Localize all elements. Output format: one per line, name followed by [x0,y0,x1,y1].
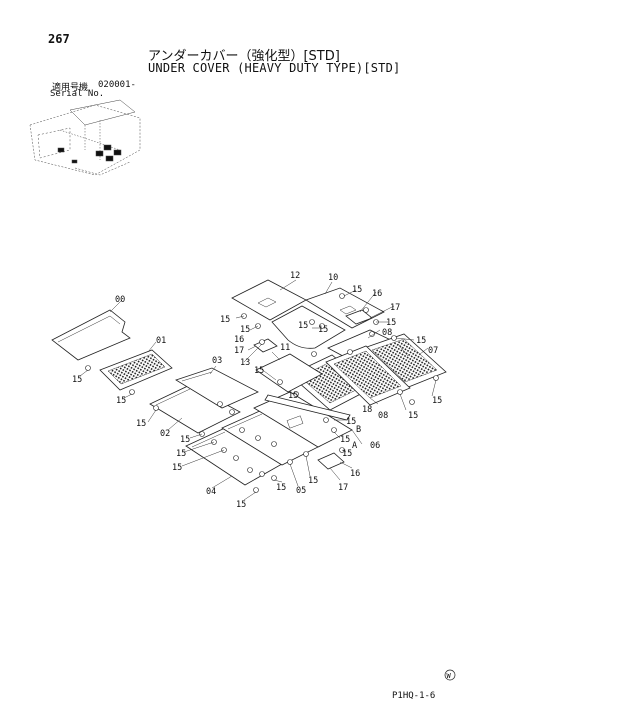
serial-label-japanese: 適用号機 [52,83,89,93]
label-A: A [352,441,357,451]
label-15: 15 [386,318,396,328]
label-15: 15 [298,321,308,331]
label-15: 15 [288,391,298,401]
label-02: 02 [160,429,170,439]
label-16: 16 [372,289,382,299]
label-10: 10 [328,273,338,283]
title-english: UNDER COVER (HEAVY DUTY TYPE)[STD] [148,61,401,75]
part-labels: 00 01 15 15 15 02 03 15 15 15 04 15 15 0… [72,271,442,510]
svg-text:W: W [447,672,452,680]
label-17: 17 [390,303,400,313]
part-curved-plate [271,305,346,349]
part-16-small-plates [253,309,373,470]
label-17: 17 [338,483,348,493]
label-06: 06 [370,441,380,451]
serial-number-value: 020001- [98,80,136,90]
page-number: 267 [48,32,70,46]
label-15: 15 [408,411,418,421]
label-01: 01 [156,336,166,346]
label-05: 05 [296,486,306,496]
label-15: 15 [240,325,250,335]
label-07: 07 [428,346,438,356]
label-13: 13 [240,358,250,368]
label-15: 15 [72,375,82,385]
w-mark-icon: W [444,669,456,681]
label-15: 15 [220,315,230,325]
label-15: 15 [346,417,356,427]
label-16: 16 [234,335,244,345]
serial-label-english: Serial No. [50,89,105,99]
label-15: 15 [352,285,362,295]
part-02-plate [149,384,241,434]
part-00-plate [51,309,131,361]
label-16: 16 [350,469,360,479]
leader-lines [79,279,437,501]
part-11-plate [255,353,323,393]
label-B: B [356,425,361,435]
label-15: 15 [136,419,146,429]
machine-locator-icon [29,99,141,176]
label-15: 15 [176,449,186,459]
label-15: 15 [416,336,426,346]
part-07-mesh-panel [363,333,447,389]
part-03-plate [175,367,259,409]
label-15: 15 [172,463,182,473]
label-15: 15 [180,435,190,445]
label-15: 15 [116,396,126,406]
label-15: 15 [254,366,264,376]
label-15: 15 [432,396,442,406]
page-code: P1HQ-1-6 [392,691,436,701]
label-12: 12 [290,271,300,281]
label-08: 08 [378,411,388,421]
label-17: 17 [234,346,244,356]
label-15: 15 [236,500,246,510]
label-15: 15 [276,483,286,493]
label-15: 15 [318,325,328,335]
label-15: 15 [342,449,352,459]
label-00: 00 [115,295,125,305]
label-08: 08 [382,328,392,338]
label-11: 11 [280,343,290,353]
label-15: 15 [340,435,350,445]
part-18-rail [264,394,351,421]
label-03: 03 [212,356,222,366]
label-15: 15 [308,476,318,486]
label-18: 18 [362,405,372,415]
title-japanese: アンダーカバー（強化型）[STD] [148,49,340,64]
part-01-mesh-panel [99,349,173,391]
label-04: 04 [206,487,216,497]
